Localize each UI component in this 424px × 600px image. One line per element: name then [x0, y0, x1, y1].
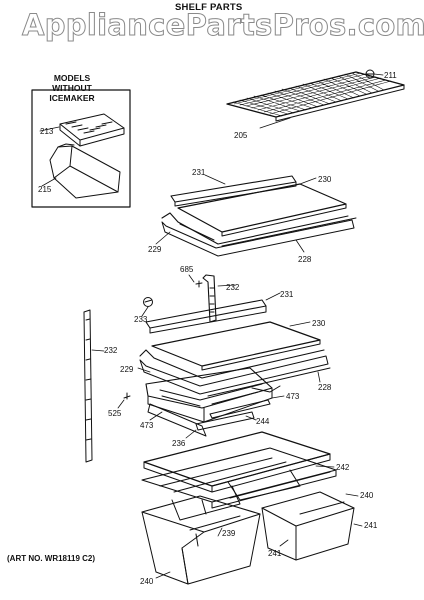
callout-525: 525 [108, 409, 122, 418]
screw-525 [117, 392, 131, 409]
watermark: AppliancePartsPros.com [21, 8, 424, 43]
callout-232-bracket: 232 [226, 283, 240, 292]
callout-230-middle: 230 [312, 319, 326, 328]
vertical-rail-232 [83, 309, 105, 463]
crisper-drawer-right [217, 491, 363, 561]
wire-shelf-205 [226, 71, 405, 129]
crisper-frame [145, 367, 285, 439]
callout-685: 685 [180, 265, 194, 274]
shelf-clip-211 [365, 69, 384, 79]
crisper-cover-242 [143, 431, 335, 493]
callout-215: 215 [38, 185, 52, 194]
models-heading: MODELS WITHOUT ICEMAKER [49, 73, 95, 103]
callout-232-rail: 232 [104, 346, 118, 355]
callout-228-upper: 228 [298, 255, 312, 264]
callout-233: 233 [134, 315, 148, 324]
callout-231-upper: 231 [192, 168, 206, 177]
bracket-232 [188, 274, 236, 323]
callout-211: 211 [384, 71, 397, 80]
upper-shelf [155, 174, 357, 257]
callout-239: 239 [222, 529, 236, 538]
callout-473-left: 473 [140, 421, 154, 430]
callout-230-upper: 230 [318, 175, 332, 184]
callout-229-middle: 229 [120, 365, 134, 374]
knob-233 [141, 297, 153, 317]
callout-241-right: 241 [364, 521, 378, 530]
callout-244: 244 [256, 417, 270, 426]
callout-213: 213 [40, 127, 54, 136]
crisper-frame-lower [141, 447, 337, 521]
callout-242: 242 [336, 463, 350, 472]
art-number: (ART NO. WR18119 C2) [7, 554, 96, 563]
ice-bucket-215 [41, 143, 121, 199]
ice-tray-213 [39, 113, 125, 147]
callout-241-bottom: 241 [268, 549, 282, 558]
crisper-drawer-left [141, 495, 261, 585]
callout-labels: 211 205 213 215 231 230 229 228 685 232 … [38, 71, 397, 586]
diagram-title: SHELF PARTS [175, 2, 243, 13]
callout-229-upper: 229 [148, 245, 162, 254]
callout-473-right: 473 [286, 392, 300, 401]
callout-240-bottom: 240 [140, 577, 154, 586]
callout-231-middle: 231 [280, 290, 294, 299]
callout-205: 205 [234, 131, 248, 140]
inset-box [31, 89, 131, 208]
callout-236: 236 [172, 439, 186, 448]
callout-228-middle: 228 [318, 383, 332, 392]
callout-240-right: 240 [360, 491, 374, 500]
